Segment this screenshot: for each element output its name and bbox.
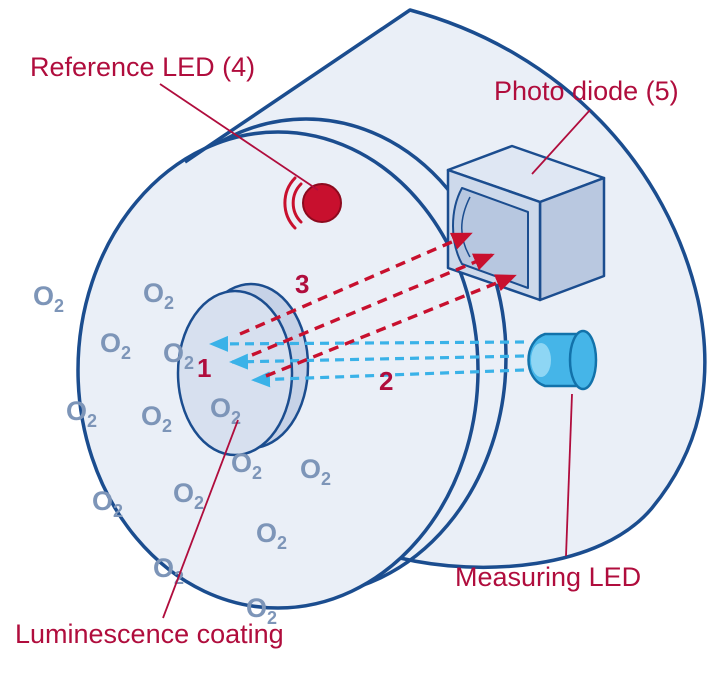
- blue-dashed-arrow: [209, 335, 525, 352]
- oxygen-molecule-label: O2: [173, 478, 204, 513]
- oxygen-molecule-label: O2: [92, 486, 123, 521]
- measuring-led: [527, 329, 598, 391]
- luminescence-coating-leader-line: [162, 419, 239, 619]
- oxygen-molecule-label: O2: [143, 278, 174, 313]
- photo-diode-lens-curve-icon: [461, 196, 471, 258]
- coating-face: [176, 289, 294, 457]
- step-number-1: 1: [197, 353, 211, 383]
- luminescence-coating-spot: [176, 282, 310, 457]
- label-reference-led: Reference LED (4): [30, 52, 255, 82]
- step-number-2: 2: [379, 366, 393, 396]
- blue-dashed-arrow: [251, 368, 525, 388]
- luminescence-signal-arrows: [239, 232, 517, 378]
- cylinder-body-outline: [184, 8, 707, 570]
- oxygen-molecule-label: O2: [66, 396, 97, 431]
- oxygen-molecule-label: O2: [300, 454, 331, 489]
- red-dashed-arrow: [239, 232, 473, 336]
- excitation-light-arrows: [209, 335, 525, 388]
- step-number-3: 3: [295, 269, 309, 299]
- blue-dashed-arrow: [229, 353, 525, 370]
- oxygen-molecule-label: O2: [210, 393, 241, 428]
- red-dashed-arrow: [251, 253, 495, 357]
- label-photo-diode: Photo diode (5): [494, 76, 679, 106]
- measuring-led-flange: [568, 329, 598, 391]
- photo-diode-leader-line: [531, 109, 591, 175]
- red-dashed-arrow: [265, 274, 517, 378]
- label-measuring-led: Measuring LED: [455, 562, 641, 592]
- reference-led-glow-outer-icon: [283, 176, 297, 230]
- oxygen-molecule-label: O2: [246, 593, 277, 628]
- photo-diode: [446, 144, 606, 302]
- reference-led: [283, 176, 342, 230]
- reference-led-glow-inner-icon: [291, 182, 303, 224]
- oxygen-molecule-label: O2: [231, 448, 262, 483]
- oxygen-molecule-label: O2: [33, 281, 64, 316]
- oxygen-molecule-label: O2: [256, 518, 287, 553]
- oxygen-molecule-label: O2: [141, 401, 172, 436]
- oxygen-molecule-label: O2: [100, 328, 131, 363]
- measuring-led-dome-highlight: [531, 343, 551, 377]
- measuring-led-leader-line: [565, 393, 573, 557]
- oxygen-molecule-label: O2: [163, 338, 194, 373]
- label-luminescence-coating: Luminescence coating: [15, 619, 284, 649]
- reference-led-dot: [302, 183, 342, 223]
- reference-led-leader-line: [159, 83, 319, 191]
